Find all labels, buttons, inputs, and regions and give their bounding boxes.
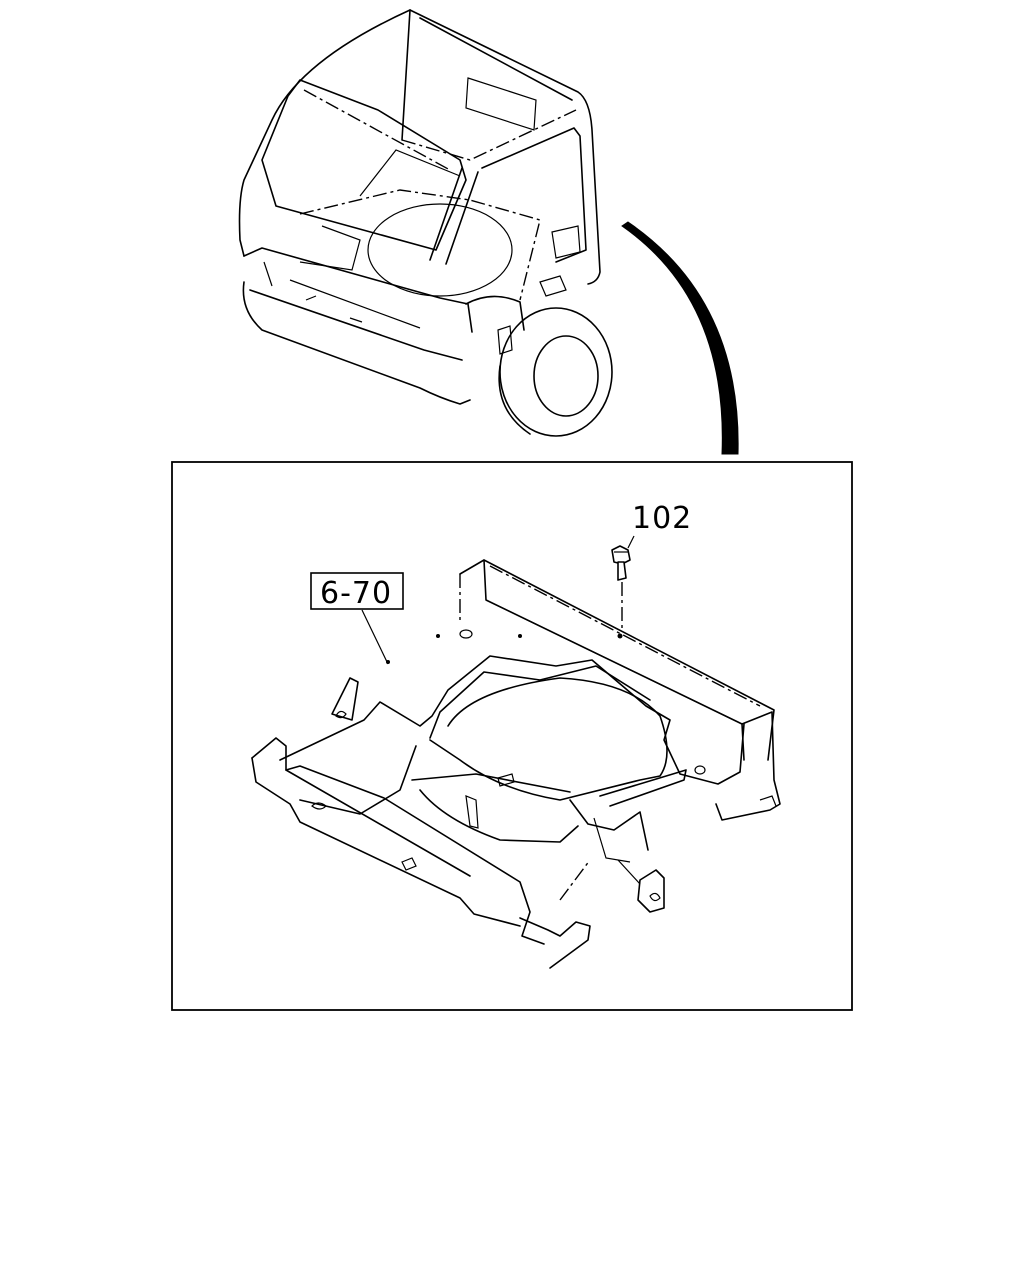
callout-102-label: 102 [632, 501, 692, 536]
truck-cab-overview [238, 9, 613, 437]
callout-102-leader [627, 535, 635, 549]
detail-frame [171, 461, 853, 1011]
clip-part-icon [611, 545, 631, 581]
floor-panel-detail [251, 559, 781, 969]
ref-6-70-box [310, 572, 404, 610]
connector-curve [621, 221, 739, 455]
ref-6-70-leader [361, 609, 389, 665]
ref-6-70-label[interactable]: 6-70 [320, 576, 392, 611]
